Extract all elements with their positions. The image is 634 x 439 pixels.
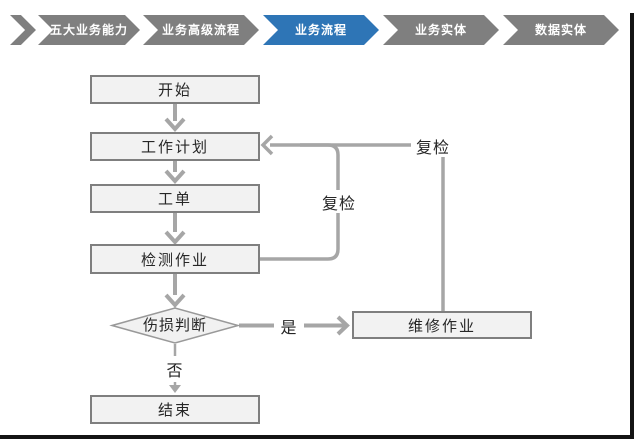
node-end: 结束: [90, 395, 260, 424]
node-work-order: 工单: [90, 184, 260, 213]
nav-step-business-process-active[interactable]: 业务流程: [263, 15, 379, 45]
arrow-inspection-to-decision: [164, 274, 186, 308]
edge-repair-recheck-loop: [270, 143, 445, 311]
node-repair: 维修作业: [352, 311, 532, 339]
node-damage-decision-label: 伤损判断: [142, 317, 207, 334]
node-start: 开始: [90, 75, 260, 104]
edge-label-yes: 是: [274, 313, 304, 339]
slide-bottom-border: [0, 435, 634, 439]
nav-step-five-capabilities[interactable]: 五大业务能力: [38, 15, 140, 45]
decision-diamond-shape: [109, 307, 241, 344]
node-work-plan: 工作计划: [90, 132, 260, 161]
nav-step-advanced-process[interactable]: 业务高级流程: [143, 15, 259, 45]
nav-step-data-entity[interactable]: 数据实体: [503, 15, 619, 45]
arrow-workplan-to-workorder: [164, 161, 186, 184]
edge-label-recheck-outer: 复检: [411, 134, 455, 157]
nav-step-business-entity[interactable]: 业务实体: [383, 15, 499, 45]
edge-label-recheck-inner: 复检: [320, 190, 358, 213]
edge-label-no: 否: [160, 356, 190, 382]
arrowhead-into-workplan: [260, 134, 274, 156]
slide-right-border: [630, 13, 634, 439]
arrow-workorder-to-inspection: [164, 213, 186, 245]
node-inspection: 检测作业: [90, 244, 260, 274]
arrow-start-to-workplan: [164, 104, 186, 132]
